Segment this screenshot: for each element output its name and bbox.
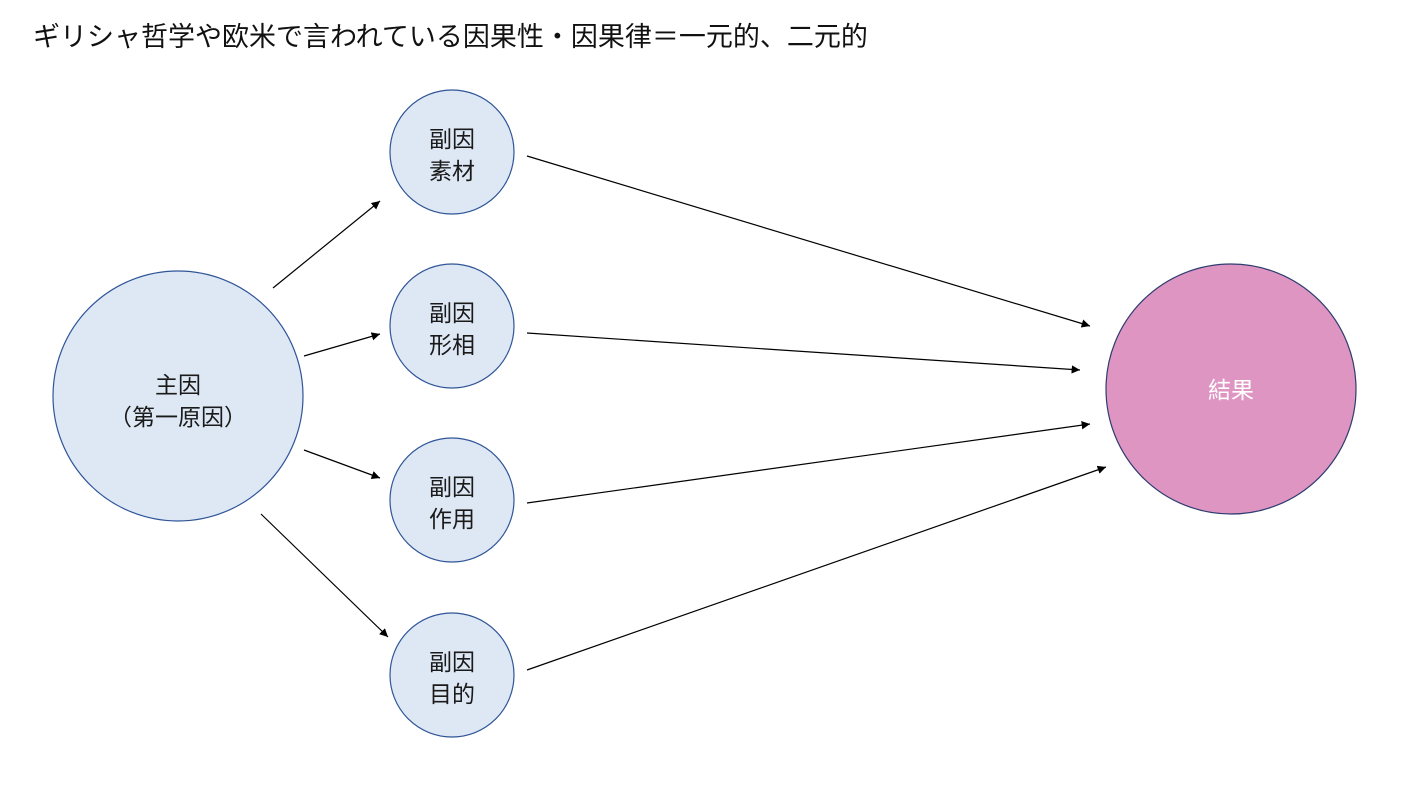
arrow-purpose-to-result [526, 465, 1107, 671]
arrow-form-to-result [526, 332, 1081, 374]
node-secondary-form-label-1: 副因 [429, 301, 475, 327]
node-secondary-purpose: 副因 目的 [389, 612, 515, 738]
node-secondary-material: 副因 素材 [389, 89, 515, 215]
node-secondary-material-label-2: 素材 [429, 159, 475, 185]
node-secondary-material-label-1: 副因 [429, 127, 475, 153]
node-main-cause-circle [52, 270, 304, 522]
node-secondary-purpose-label-2: 目的 [429, 682, 475, 708]
node-result-label: 結果 [1208, 378, 1254, 404]
arrow-main-to-action [303, 449, 381, 480]
node-secondary-material-circle [389, 89, 515, 215]
connectors [260, 155, 1107, 671]
arrow-main-to-form [303, 332, 381, 357]
node-secondary-form: 副因 形相 [389, 263, 515, 389]
node-secondary-action-circle [389, 437, 515, 563]
page-title: ギリシャ哲学や欧米で言われている因果性・因果律＝一元的、二元的 [33, 22, 868, 53]
node-result: 結果 [1105, 263, 1357, 515]
arrow-main-to-purpose [260, 513, 389, 638]
node-secondary-form-label-2: 形相 [429, 333, 475, 359]
node-main-cause: 主因 （第一原因） [52, 270, 304, 522]
arrow-main-to-material [272, 200, 381, 289]
node-secondary-purpose-label-1: 副因 [429, 650, 475, 676]
node-result-circle [1105, 263, 1357, 515]
node-secondary-action-label-2: 作用 [429, 507, 475, 533]
arrow-material-to-result [526, 155, 1091, 328]
node-secondary-purpose-circle [389, 612, 515, 738]
node-secondary-form-circle [389, 263, 515, 389]
node-main-cause-label-2: （第一原因） [109, 405, 247, 431]
node-secondary-action: 副因 作用 [389, 437, 515, 563]
node-main-cause-label-1: 主因 [155, 373, 201, 399]
node-secondary-action-label-1: 副因 [429, 475, 475, 501]
arrow-action-to-result [526, 421, 1091, 504]
